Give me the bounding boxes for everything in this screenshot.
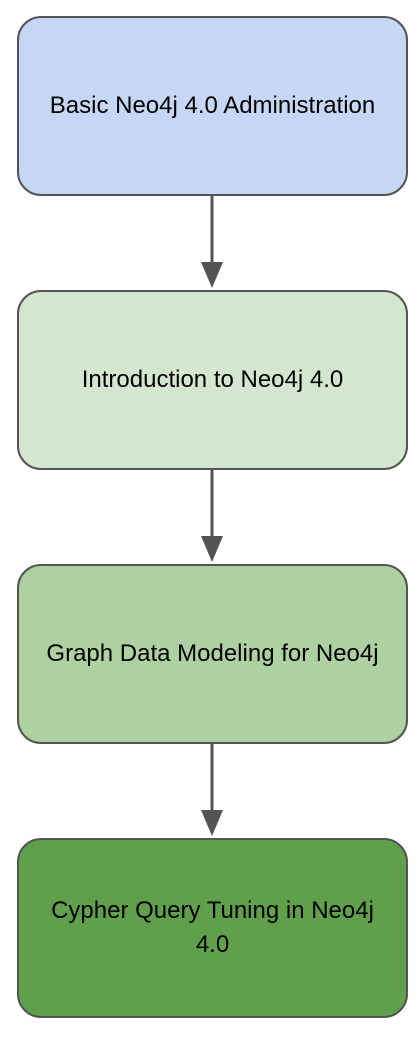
arrow-3-to-4 xyxy=(201,744,223,836)
node-label: Graph Data Modeling for Neo4j xyxy=(46,640,379,667)
node-label: Cypher Query Tuning in Neo4j 4.0 xyxy=(51,897,374,958)
node-label: Basic Neo4j 4.0 Administration xyxy=(49,92,376,119)
node-graph-data-modeling: Graph Data Modeling for Neo4j xyxy=(17,564,408,744)
node-cypher-query-tuning: Cypher Query Tuning in Neo4j 4.0 xyxy=(17,838,408,1018)
arrow-1-to-2 xyxy=(201,196,223,288)
arrow-2-to-3 xyxy=(201,470,223,562)
node-basic-neo4j-administration: Basic Neo4j 4.0 Administration xyxy=(17,16,408,196)
node-label: Introduction to Neo4j 4.0 xyxy=(81,366,344,393)
node-introduction-to-neo4j: Introduction to Neo4j 4.0 xyxy=(17,290,408,470)
